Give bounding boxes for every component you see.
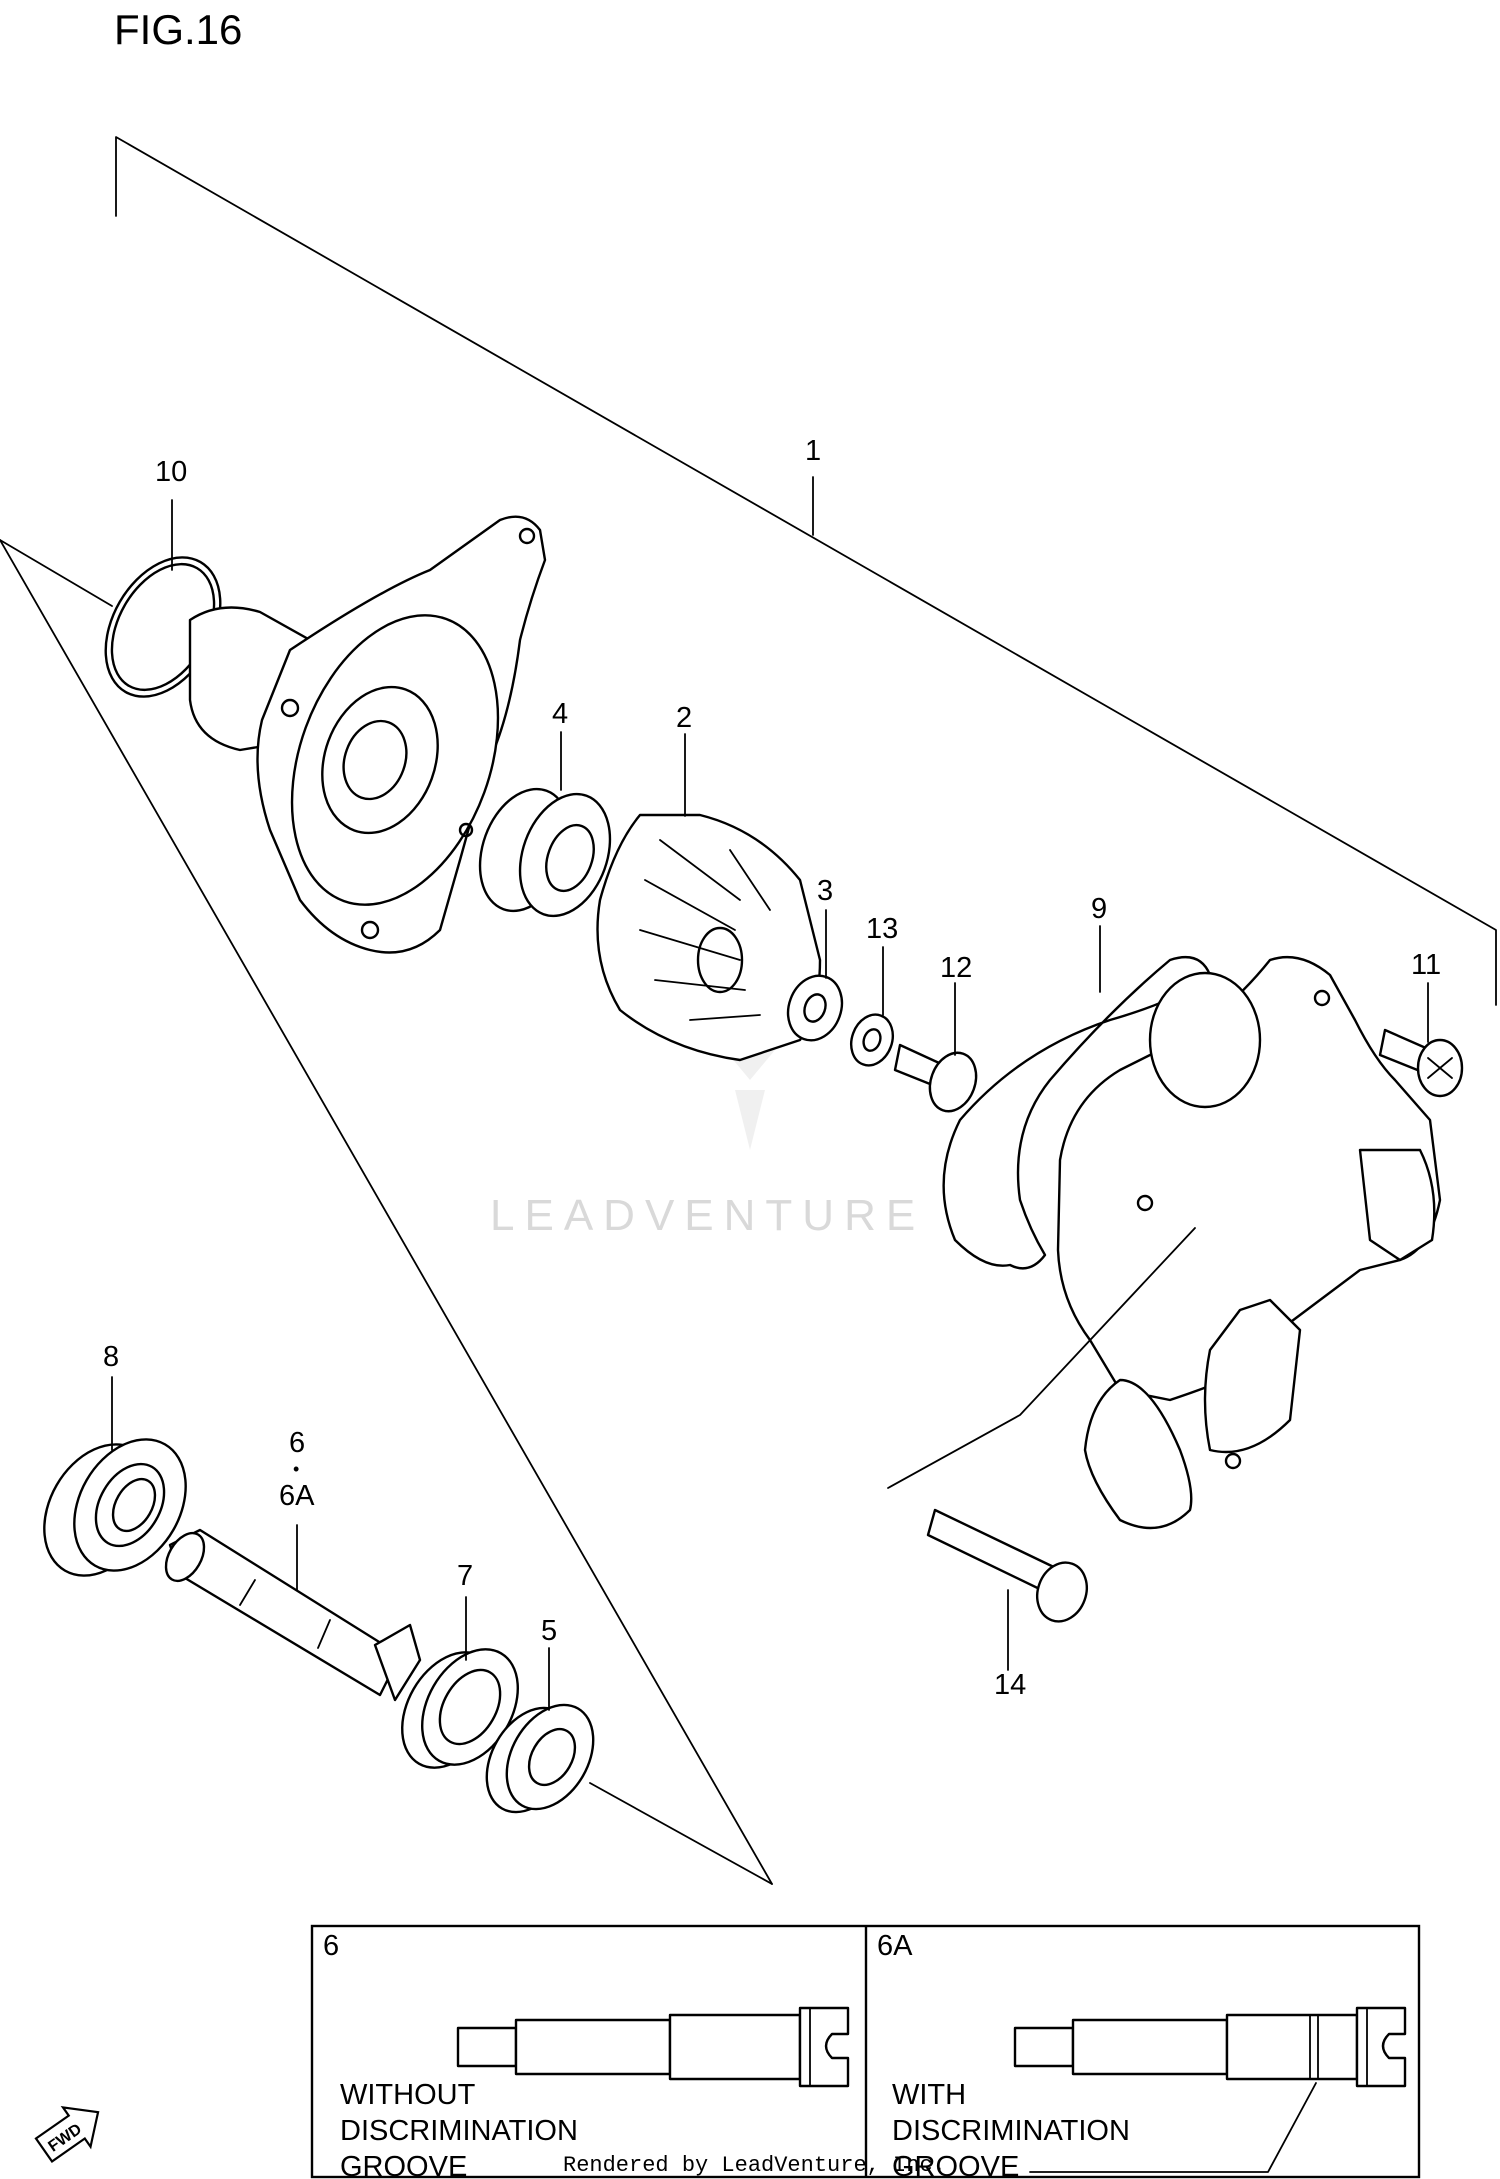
callout-8: 8 [103,1341,119,1373]
detail-6a-id: 6A [877,1930,913,1962]
callout-6: 6 [289,1427,305,1459]
detail-6-line3: GROOVE [340,2151,467,2179]
detail-6a-line2: DISCRIMINATION [892,2115,1130,2147]
callout-3: 3 [817,875,833,907]
part-2-impeller[interactable] [596,813,822,1062]
part-6-impeller-shaft[interactable] [158,1526,422,1702]
callout-9: 9 [1091,893,1107,925]
shaft-6-drawing [456,2006,850,2088]
pump-cover[interactable] [1056,956,1442,1530]
callout-6a: 6A [279,1480,315,1512]
callout-5: 5 [541,1615,557,1647]
detail-6-id: 6 [323,1930,339,1962]
rendered-by-credit: Rendered by LeadVenture, Inc. [563,2153,946,2178]
assembly-bracket-1 [115,136,1497,1006]
pump-case[interactable] [188,515,547,954]
callout-12: 12 [940,952,972,984]
figure-title: FIG.16 [114,6,242,53]
callout-7: 7 [457,1560,473,1592]
detail-6a-line1: WITH [892,2079,966,2111]
detail-6-line2: DISCRIMINATION [340,2115,578,2147]
callout-dot: • [293,1459,299,1479]
fwd-arrow-icon: FWD [34,2105,100,2164]
detail-panel-6: 6 WITHOUT DISCRIMINATION GROOVE [323,1930,850,2179]
detail-6a-line3: GROOVE [892,2151,1019,2179]
callout-10: 10 [155,456,187,488]
detail-6-line1: WITHOUT [340,2079,476,2111]
callout-11: 11 [1411,949,1441,981]
part-4-mechanical-seal[interactable] [464,776,626,928]
part-14-long-bolt[interactable] [887,1227,1196,1628]
callout-2: 2 [676,702,692,734]
part-7-bearing[interactable] [383,1632,538,1784]
callout-13: 13 [866,913,898,945]
detail-panel-6a: 6A WITH DISCRIMINATION GROOVE [877,1930,1407,2179]
leader-lines [111,499,1429,1711]
part-9-gasket[interactable] [942,955,1212,1270]
callout-4: 4 [552,698,568,730]
shaft-6a-drawing [1013,2006,1407,2173]
part-5-oil-seal[interactable] [469,1690,611,1828]
callout-1: 1 [805,435,821,467]
part-11-cover-bolt[interactable] [1378,1028,1464,1098]
callout-14: 14 [994,1669,1026,1701]
watermark-text: LEADVENTURE [490,1191,925,1240]
assembly-bracket-left [0,539,773,1885]
part-8-bearing[interactable] [22,1419,209,1595]
part-12-impeller-bolt[interactable] [893,1043,984,1118]
part-13-washer[interactable] [844,1009,899,1072]
